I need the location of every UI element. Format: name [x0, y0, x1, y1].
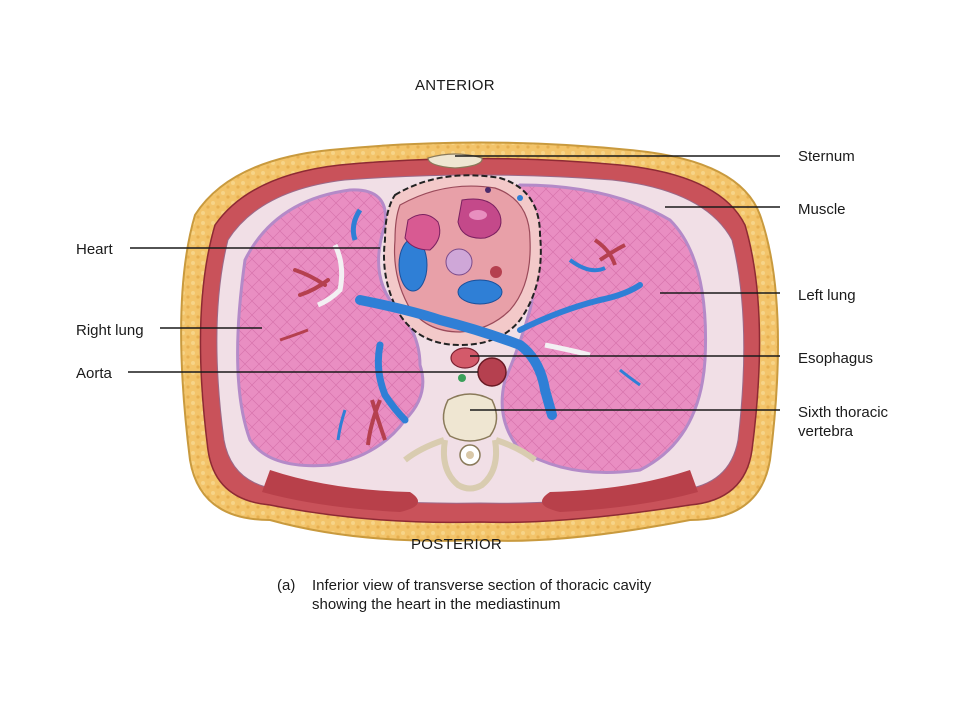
aorta-label: Aorta: [76, 365, 112, 382]
pulmonary-artery-right-2: [279, 328, 309, 342]
caption-line1: Inferior view of transverse section of t…: [312, 577, 652, 594]
pulmonary-trunk: [457, 279, 503, 305]
vein-branch-right-lower: [336, 409, 347, 441]
spinal-cord: [466, 451, 474, 459]
aortic-valve: [445, 248, 473, 276]
right-lung-label: Right lung: [76, 322, 144, 339]
posterior-label: POSTERIOR: [411, 536, 503, 553]
coronary-vessel-3: [517, 195, 523, 201]
pulmonary-artery-right-3: [366, 399, 387, 446]
back-muscle-left: [262, 470, 418, 512]
coronary-vessel-2: [485, 187, 491, 193]
aorta: [477, 357, 507, 387]
transverse-process-right: [495, 437, 537, 463]
thoracic-duct: [458, 374, 466, 382]
caption-line2: showing the heart in the mediastinum: [312, 596, 561, 613]
sternum-bone: [427, 153, 483, 169]
pulmonary-vein-branch: [355, 295, 557, 420]
pulmonary-vein-left: [517, 282, 643, 333]
anterior-label: ANTERIOR: [415, 77, 495, 94]
vertebral-body: [442, 393, 498, 442]
vertebral-arch: [440, 439, 500, 492]
sixth-thoracic-vertebra-label: Sixth thoracic vertebra: [798, 403, 928, 441]
sixth-thoracic-line1: Sixth thoracic: [798, 404, 889, 421]
right-ventricle: [404, 214, 441, 251]
caption-text: Inferior view of transverse section of t…: [312, 576, 752, 614]
vein-branch-lung-lower: [619, 368, 641, 387]
bronchus-right: [317, 243, 345, 308]
transverse-process-left: [403, 437, 445, 463]
coronary-vessel: [490, 266, 502, 278]
pulmonary-artery-left: [593, 238, 626, 266]
pulmonary-artery-right: [293, 268, 330, 297]
back-muscle-right: [542, 470, 698, 512]
esophagus-label: Esophagus: [798, 350, 874, 367]
right-lung: [236, 188, 425, 468]
mitral-valve: [469, 210, 487, 220]
esophagus: [450, 347, 480, 369]
vein-branch-upper-right: [350, 208, 363, 241]
heart-label: Heart: [76, 241, 113, 258]
sternum-label: Sternum: [798, 148, 855, 165]
left-lung-label: Left lung: [798, 287, 856, 304]
muscle-label: Muscle: [798, 201, 846, 218]
pulmonary-vein-right: [374, 341, 409, 424]
sixth-thoracic-line2: vertebra: [798, 423, 854, 440]
vein-branch-lung-left: [568, 258, 606, 273]
caption-tag: (a): [277, 577, 296, 594]
bronchus-left: [544, 342, 591, 358]
